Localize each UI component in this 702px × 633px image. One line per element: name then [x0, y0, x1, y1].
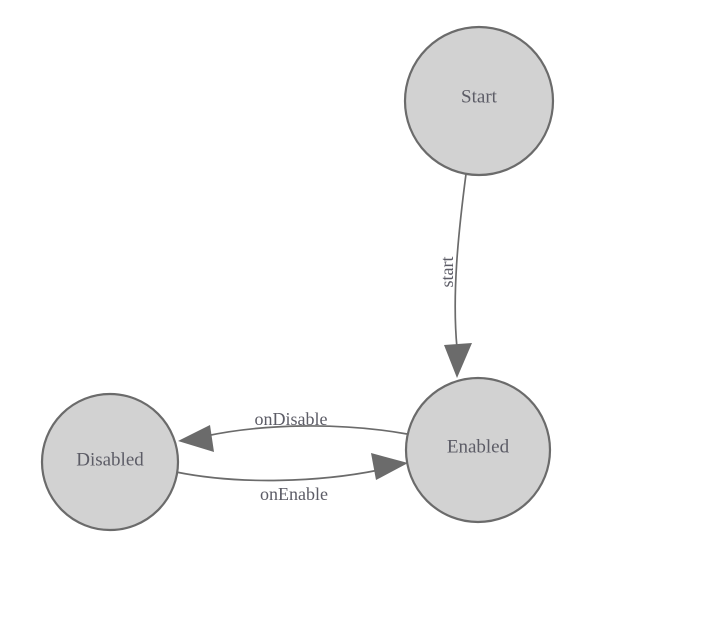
edge-onenable-arrowhead: [371, 453, 408, 480]
node-disabled-label: Disabled: [76, 450, 144, 471]
edge-onenable-path: [175, 469, 380, 482]
node-start-circle: [403, 25, 555, 177]
node-start-label: Start: [461, 87, 498, 108]
edge-ondisable-path: [205, 425, 408, 437]
node-enabled-label: Enabled: [447, 437, 510, 458]
edge-ondisable[interactable]: [178, 425, 408, 452]
node-disabled-circle: [40, 392, 180, 532]
node-disabled[interactable]: Disabled: [40, 392, 180, 532]
edge-start[interactable]: [444, 173, 472, 378]
edge-start-arrowhead: [444, 343, 472, 378]
edge-start-path: [454, 173, 467, 349]
edge-start-label: start: [437, 257, 457, 288]
edge-onenable-label: onEnable: [260, 484, 328, 504]
edge-onenable[interactable]: [175, 453, 408, 482]
node-enabled[interactable]: Enabled: [404, 376, 552, 524]
node-start[interactable]: Start: [403, 25, 555, 177]
node-enabled-circle: [404, 376, 552, 524]
edge-ondisable-label: onDisable: [255, 409, 328, 429]
edge-ondisable-arrowhead: [178, 425, 214, 452]
